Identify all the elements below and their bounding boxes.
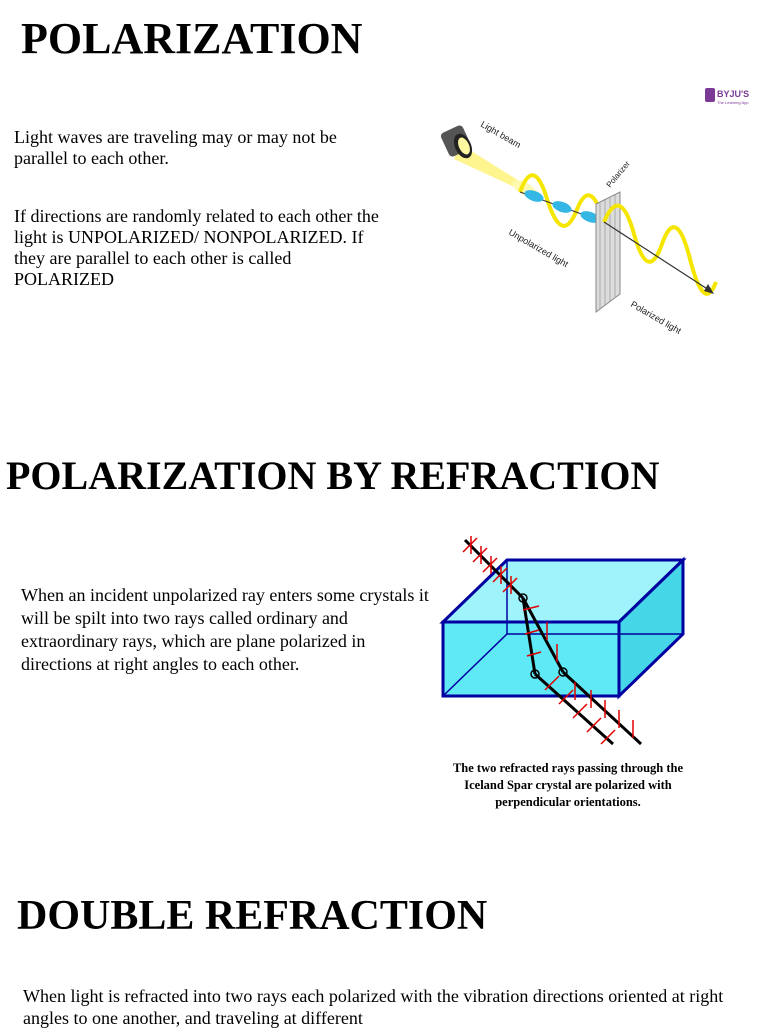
- section-heading-polarization: POLARIZATION: [21, 14, 363, 63]
- flashlight-icon: [440, 125, 473, 159]
- byjus-logo: BYJU'S The Learning App: [705, 88, 749, 105]
- figure-caption: The two refracted rays passing through t…: [452, 761, 684, 809]
- byjus-logo-text: BYJU'S: [717, 89, 749, 99]
- entry-point: [518, 593, 528, 603]
- polarized-wave: [602, 203, 718, 296]
- paragraph-unpolarized-definition: If directions are randomly related to ea…: [14, 206, 379, 289]
- polarizer-label: Polarizer: [605, 159, 632, 189]
- unpolarized-light-label: Unpolarized light: [507, 227, 570, 269]
- paragraph-refraction: When an incident unpolarized ray enters …: [21, 585, 429, 674]
- byjus-logo-mark: [705, 88, 715, 102]
- ordinary-ray-inside: [521, 597, 537, 675]
- polarized-light-label: Polarized light: [629, 299, 683, 336]
- iceland-spar-diagram: [439, 536, 687, 746]
- polarization-arrows: [462, 536, 634, 745]
- arrow-head-icon: [704, 284, 714, 294]
- incident-ray: [463, 538, 525, 600]
- exit-point-extraordinary: [558, 667, 568, 677]
- light-beam-label: Light beam: [479, 119, 523, 150]
- extraordinary-ray-exit: [561, 670, 643, 746]
- ordinary-ray-exit: [533, 672, 615, 746]
- unpolarized-wave: [518, 173, 606, 228]
- polarizer-plate: [595, 191, 621, 313]
- byjus-tagline: The Learning App: [717, 100, 749, 105]
- section-heading-polarization-by-refraction: POLARIZATION BY REFRACTION: [6, 453, 660, 498]
- paragraph-double-refraction: When light is refracted into two rays ea…: [23, 986, 724, 1028]
- crystal-block: [439, 556, 687, 700]
- polarization-diagram: BYJU'S The Learning App Light beam Unpol…: [440, 88, 749, 336]
- paragraph-parallel-waves: Light waves are traveling may or may not…: [14, 127, 337, 168]
- exit-point-ordinary: [530, 669, 540, 679]
- section-heading-double-refraction: DOUBLE REFRACTION: [17, 893, 488, 939]
